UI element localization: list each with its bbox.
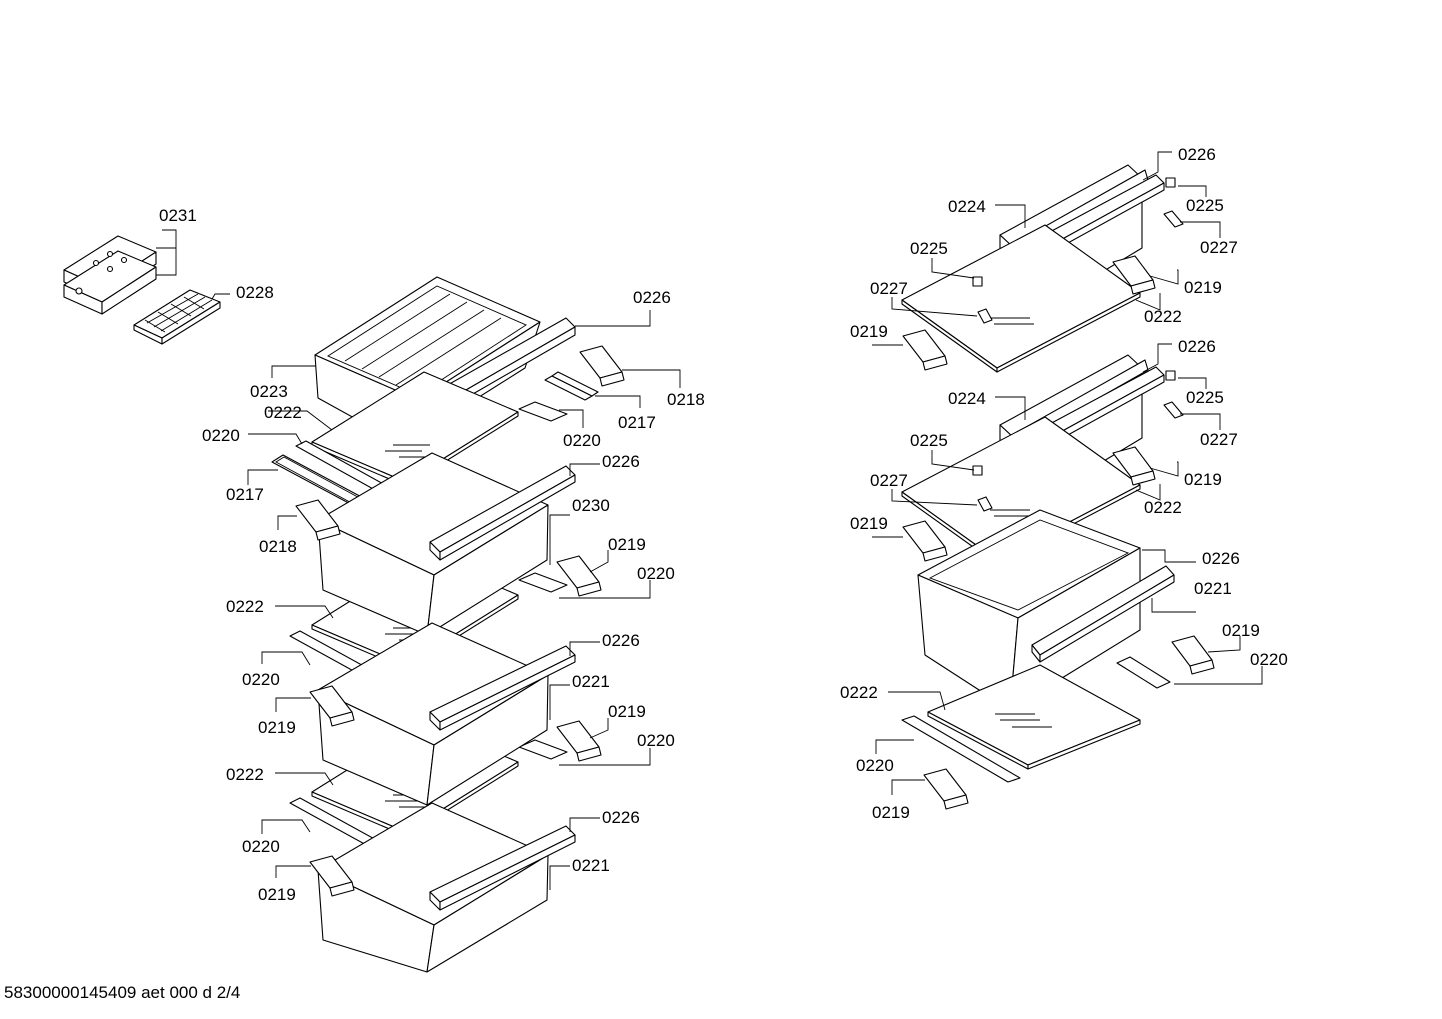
deep-drawer-part [317,802,576,973]
callout-label: 0222 [1144,498,1182,517]
bracket-part [902,255,1215,810]
ice-tray-part [133,289,221,345]
callout-label: 0227 [870,279,908,298]
deep-drawer-part [917,509,1175,711]
callout-label: 0223 [250,382,288,401]
callout-label: 0226 [602,631,640,650]
callout-label: 0224 [948,197,986,216]
callout-label: 0220 [242,670,280,689]
deep-drawer-part [317,622,576,806]
callout-label: 0217 [618,413,656,432]
callout-label: 0226 [1202,549,1240,568]
callout-label: 0219 [608,702,646,721]
callout-label: 0226 [602,452,640,471]
callout-label: 0219 [1184,278,1222,297]
callout-label: 0219 [872,803,910,822]
callout-label: 0226 [1178,145,1216,164]
callout-label: 0219 [850,514,888,533]
runner-rail-part [901,656,1171,783]
callout-label: 0219 [1184,470,1222,489]
callout-label: 0220 [1250,650,1288,669]
callout-label: 0225 [1186,196,1224,215]
ice-pack-part [63,235,157,315]
callout-label: 0228 [236,283,274,302]
callout-label: 0222 [1144,307,1182,326]
callout-label: 0218 [667,390,705,409]
callout-label: 0226 [1178,337,1216,356]
callout-label: 0221 [572,856,610,875]
bracket-part [295,345,625,897]
callout-label: 0220 [563,431,601,450]
callout-label: 0219 [258,885,296,904]
callout-label: 0220 [242,837,280,856]
callout-label: 0225 [1186,388,1224,407]
callout-label: 0230 [572,496,610,515]
callout-label: 0218 [259,537,297,556]
callout-label: 0224 [948,389,986,408]
callout-label: 0226 [602,808,640,827]
callout-labels-left: 0231 0228 0226 0223 0218 0222 0217 0220 … [159,206,705,904]
leader-lines-left [156,229,681,890]
callout-label: 0220 [637,731,675,750]
callout-label: 0225 [910,431,948,450]
callout-label: 0220 [856,756,894,775]
callout-label: 0220 [202,426,240,445]
callout-label: 0222 [226,597,264,616]
callout-label: 0222 [226,765,264,784]
callout-label: 0226 [633,288,671,307]
callout-label: 0225 [910,239,948,258]
callout-label: 0227 [1200,430,1238,449]
callout-labels-right: 0226 0224 0225 0225 0227 0227 0219 0219 … [840,145,1288,822]
callout-label: 0221 [1194,579,1232,598]
glass-shelf-part [927,664,1141,770]
left-assembly: 0231 0228 0226 0223 0218 0222 0217 0220 … [63,206,705,973]
clip-part [972,177,1184,512]
callout-label: 0220 [637,564,675,583]
leader-lines-right [872,151,1263,795]
right-assembly: 0226 0224 0225 0225 0227 0227 0219 0219 … [840,145,1288,822]
glass-shelf-part [901,224,1141,373]
deep-drawer-part [317,452,576,636]
callout-label: 0217 [226,485,264,504]
callout-label: 0227 [1200,238,1238,257]
callout-label: 0222 [840,683,878,702]
drawing-reference-text: 58300000145409 aet 000 d 2/4 [4,983,240,1002]
callout-label: 0221 [572,672,610,691]
callout-label: 0231 [159,206,197,225]
callout-label: 0219 [850,322,888,341]
callout-label: 0219 [1222,621,1260,640]
callout-label: 0219 [608,535,646,554]
callout-label: 0222 [264,403,302,422]
callout-label: 0227 [870,471,908,490]
callout-label: 0219 [258,718,296,737]
